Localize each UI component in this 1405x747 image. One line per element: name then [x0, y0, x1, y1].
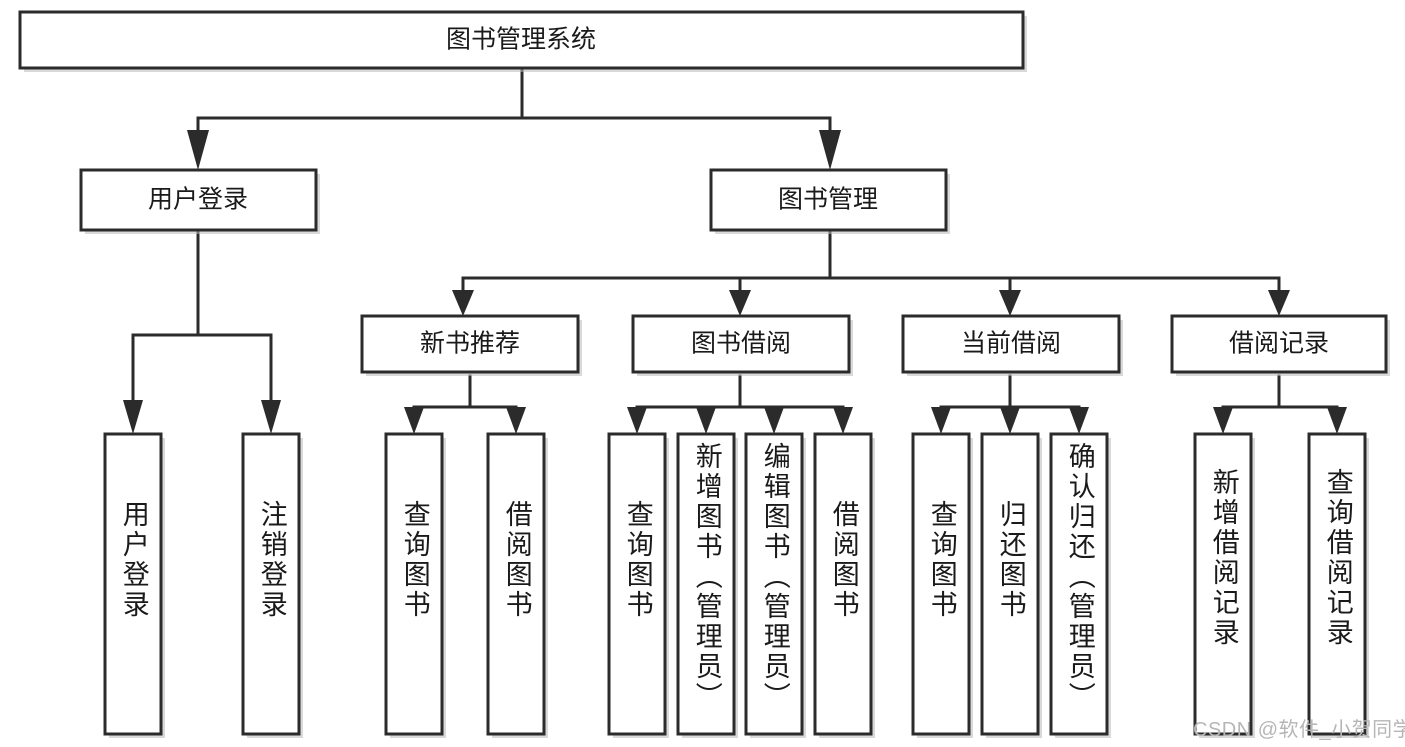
node-user-login[interactable]: 用户登录 — [79, 168, 320, 234]
node-book-borrow-label: 图书借阅 — [691, 330, 791, 358]
arrow-head-userlogin — [187, 130, 209, 170]
leaf-borrow-query-book-box[interactable] — [607, 432, 667, 736]
node-new-book-recommend[interactable]: 新书推荐 — [360, 314, 582, 376]
arrow-head-borrow-leaf-2 — [696, 407, 716, 434]
leaf-logout-box[interactable] — [241, 432, 301, 736]
node-borrow-record-box[interactable] — [1170, 314, 1388, 374]
node-book-management-box[interactable] — [709, 168, 948, 232]
connector-group — [123, 68, 1347, 434]
node-root-label: 图书管理系统 — [446, 26, 596, 54]
arrow-head-borrow-leaf-4 — [833, 407, 853, 434]
arrow-head-current-leaf-2 — [1000, 407, 1020, 434]
arrow-head-borrow-leaf-1 — [627, 407, 647, 434]
node-user-login-label: 用户登录 — [148, 186, 248, 214]
leaf-add-record-box[interactable] — [1193, 432, 1253, 736]
arrow-head-bookmgmt — [819, 130, 841, 170]
node-borrow-record-label: 借阅记录 — [1229, 330, 1329, 358]
node-new-book-recommend-box[interactable] — [360, 314, 580, 374]
leaf-user-login-box[interactable] — [103, 432, 163, 736]
arrow-head-current — [999, 290, 1021, 316]
leaf-query-record-box[interactable] — [1307, 432, 1367, 736]
arrow-head-leaf-user-login — [123, 400, 143, 434]
leaf-cur-query-book-box[interactable] — [911, 432, 971, 736]
arrow-head-borrow — [729, 290, 751, 316]
arrow-head-record — [1268, 290, 1290, 316]
arrow-head-newbook-leaf-1 — [404, 407, 424, 434]
leaf-edit-book-box[interactable] — [744, 432, 804, 736]
leaf-box-group — [103, 432, 1369, 738]
node-current-borrow-label: 当前借阅 — [961, 330, 1061, 358]
leaf-borrow-book-box[interactable] — [813, 432, 873, 736]
arrow-head-record-leaf-2 — [1327, 407, 1347, 434]
node-book-borrow-box[interactable] — [631, 314, 851, 374]
arrow-head-current-leaf-1 — [931, 407, 951, 434]
arrow-head-borrow-leaf-3 — [764, 407, 784, 434]
leaf-rec-query-book-box[interactable] — [384, 432, 444, 736]
arrow-head-current-leaf-3 — [1069, 407, 1089, 434]
arrow-head-record-leaf-1 — [1213, 407, 1233, 434]
node-new-book-recommend-label: 新书推荐 — [420, 330, 520, 358]
node-borrow-record[interactable]: 借阅记录 — [1170, 314, 1390, 376]
node-root[interactable]: 图书管理系统 — [18, 10, 1027, 72]
node-book-borrow[interactable]: 图书借阅 — [631, 314, 853, 376]
watermark: CSDN @软件_小贺同学 — [1193, 719, 1405, 741]
leaf-return-book-box[interactable] — [980, 432, 1040, 736]
leaf-confirm-return-box[interactable] — [1049, 432, 1109, 736]
leaf-rec-borrow-book-box[interactable] — [486, 432, 546, 736]
node-current-borrow[interactable]: 当前借阅 — [901, 314, 1123, 376]
node-root-box[interactable] — [18, 10, 1025, 70]
node-current-borrow-box[interactable] — [901, 314, 1121, 374]
node-book-management-label: 图书管理 — [778, 186, 878, 214]
arrow-head-newbook — [452, 290, 474, 316]
node-book-management[interactable]: 图书管理 — [709, 168, 950, 234]
leaf-add-book-box[interactable] — [676, 432, 736, 736]
arrow-head-leaf-logout — [261, 400, 281, 434]
arrow-head-newbook-leaf-2 — [506, 407, 526, 434]
node-user-login-box[interactable] — [79, 168, 318, 232]
